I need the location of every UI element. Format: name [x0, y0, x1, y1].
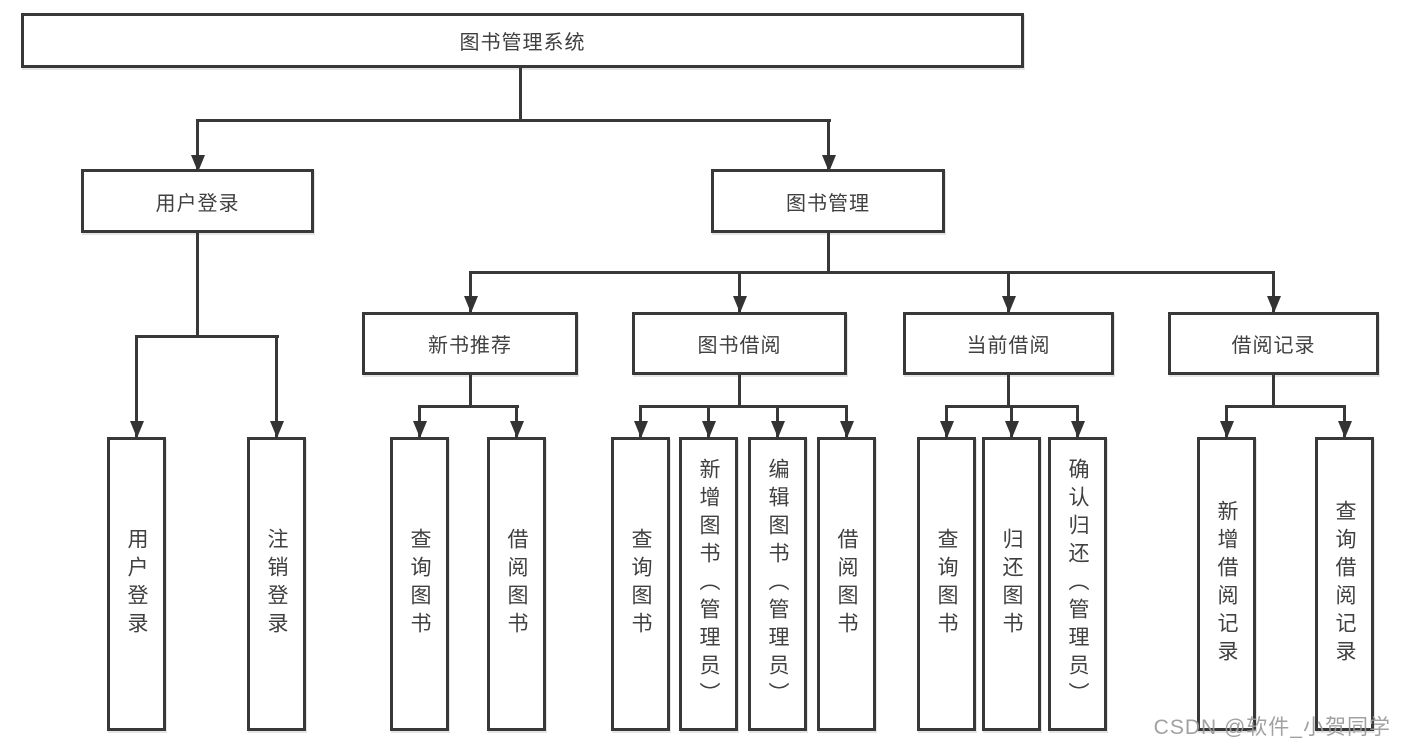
- leaf-return-books: 归还图书: [982, 437, 1041, 731]
- arrow-down-leaf: [509, 405, 524, 438]
- arrow-down-leaf: [701, 405, 716, 438]
- connector-root-stub: [519, 68, 522, 121]
- leaf-borrow-books-recommend: 借阅图书: [487, 437, 546, 731]
- node-user-login: 用户登录: [81, 169, 314, 233]
- leaf-query-books-borrowing: 查询图书: [611, 437, 670, 731]
- leaf-add-books-admin: 新增图书（管理员）: [679, 437, 738, 731]
- connector-new-book-bus: [418, 405, 519, 408]
- node-current-borrowing: 当前借阅: [903, 312, 1114, 375]
- arrow-down-leaf: [939, 405, 954, 438]
- arrow-down-leaf: [412, 405, 427, 438]
- connector-new-book-stub: [469, 375, 472, 408]
- connector-user-login-bus: [135, 335, 279, 338]
- node-new-book-recommend: 新书推荐: [362, 312, 578, 375]
- leaf-logout: 注销登录: [247, 437, 306, 731]
- arrow-down-leaf: [1337, 405, 1352, 438]
- arrow-down-leaf: [633, 405, 648, 438]
- connector-book-borrowing-stub: [738, 375, 741, 408]
- node-book-management: 图书管理: [711, 169, 945, 233]
- arrow-down-to-borrowing-records: [1266, 271, 1281, 313]
- leaf-query-books-current: 查询图书: [917, 437, 976, 731]
- leaf-confirm-return-admin: 确认归还（管理员）: [1048, 437, 1107, 731]
- connector-root-bus: [196, 119, 831, 122]
- connector-book-borrowing-bus: [639, 405, 848, 408]
- arrow-down-to-user-login: [190, 119, 205, 172]
- arrow-down-to-leaf-logout: [269, 335, 284, 438]
- node-book-borrowing: 图书借阅: [632, 312, 847, 375]
- leaf-user-login: 用户登录: [107, 437, 166, 731]
- connector-borrowing-records-bus: [1225, 405, 1346, 408]
- node-borrowing-records: 借阅记录: [1168, 312, 1379, 375]
- arrow-down-to-leaf-login: [129, 335, 144, 438]
- leaf-query-books-recommend: 查询图书: [390, 437, 449, 731]
- connector-book-management-bus: [469, 271, 1275, 274]
- arrow-down-leaf: [770, 405, 785, 438]
- connector-user-login-stub: [196, 233, 199, 338]
- arrow-down-leaf: [1219, 405, 1234, 438]
- arrow-down-leaf: [1004, 405, 1019, 438]
- connector-borrowing-records-stub: [1272, 375, 1275, 408]
- arrow-down-leaf: [1070, 405, 1085, 438]
- leaf-borrow-books: 借阅图书: [817, 437, 876, 731]
- arrow-down-to-current-borrowing: [1001, 271, 1016, 313]
- csdn-watermark: CSDN @软件_小贺同学: [1153, 716, 1391, 739]
- arrow-down-to-book-management: [821, 119, 836, 172]
- arrow-down-to-new-book-recommend: [463, 271, 478, 313]
- leaf-query-borrow-record: 查询借阅记录: [1315, 437, 1374, 731]
- connector-current-borrowing-stub: [1007, 375, 1010, 408]
- connector-book-management-stub: [827, 233, 830, 274]
- leaf-add-borrow-record: 新增借阅记录: [1197, 437, 1256, 731]
- arrow-down-to-book-borrowing: [732, 271, 747, 313]
- node-library-management-system: 图书管理系统: [21, 13, 1024, 68]
- arrow-down-leaf: [839, 405, 854, 438]
- leaf-edit-books-admin: 编辑图书（管理员）: [748, 437, 807, 731]
